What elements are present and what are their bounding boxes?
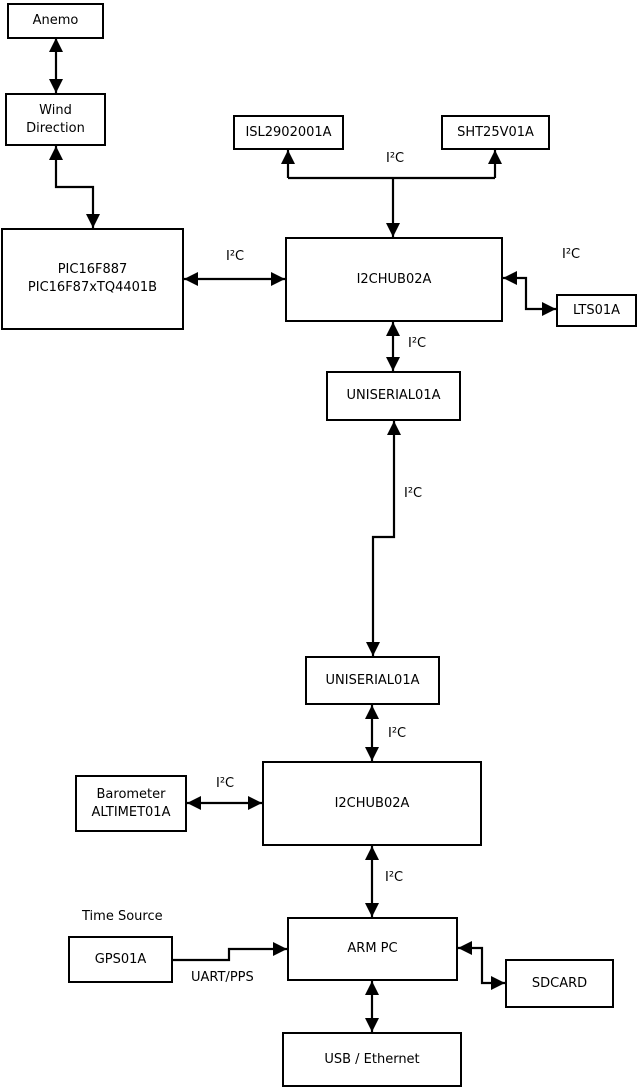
i2c-label-barometer: I²C: [216, 776, 235, 791]
node-usb-ethernet: USB / Ethernet: [282, 1032, 462, 1087]
node-sdcard: SDCARD: [505, 959, 614, 1008]
node-anemo: Anemo: [7, 3, 104, 39]
node-pic-mcu: PIC16F887 PIC16F87xTQ4401B: [1, 228, 184, 330]
node-wind-direction: Wind Direction: [5, 93, 106, 146]
edge-gps-arm-pc: [173, 942, 287, 962]
node-isl-sensor: ISL2902001A: [233, 115, 344, 150]
node-uniserial-bottom: UNISERIAL01A: [305, 656, 440, 705]
time-source-label: Time Source: [82, 909, 163, 924]
edge-wind-direction-pic: [49, 146, 100, 228]
i2c-label-hub-uniserial: I²C: [408, 336, 427, 351]
i2c-label-hub-arm: I²C: [385, 870, 404, 885]
edge-uniserial-top-uniserial-bottom: [366, 421, 401, 656]
i2c-label-pic-hub: I²C: [226, 249, 245, 264]
node-i2c-hub-bottom: I2CHUB02A: [262, 761, 482, 846]
node-barometer: Barometer ALTIMET01A: [75, 775, 187, 832]
i2c-label-uniserial-hub: I²C: [388, 726, 407, 741]
node-lts-sensor: LTS01A: [556, 294, 637, 327]
edge-i2c-hub-top-lts: [503, 271, 556, 316]
node-sht-sensor: SHT25V01A: [441, 115, 550, 150]
node-arm-pc: ARM PC: [287, 917, 458, 981]
node-uniserial-top: UNISERIAL01A: [326, 371, 461, 421]
uart-pps-label: UART/PPS: [191, 970, 254, 985]
i2c-label-sensor-bus: I²C: [386, 151, 405, 166]
i2c-label-uniserial-link: I²C: [404, 486, 423, 501]
i2c-label-lts: I²C: [562, 247, 581, 262]
node-gps: GPS01A: [68, 936, 173, 983]
node-i2c-hub-top: I2CHUB02A: [285, 237, 503, 322]
edge-arm-pc-sdcard: [458, 941, 505, 990]
